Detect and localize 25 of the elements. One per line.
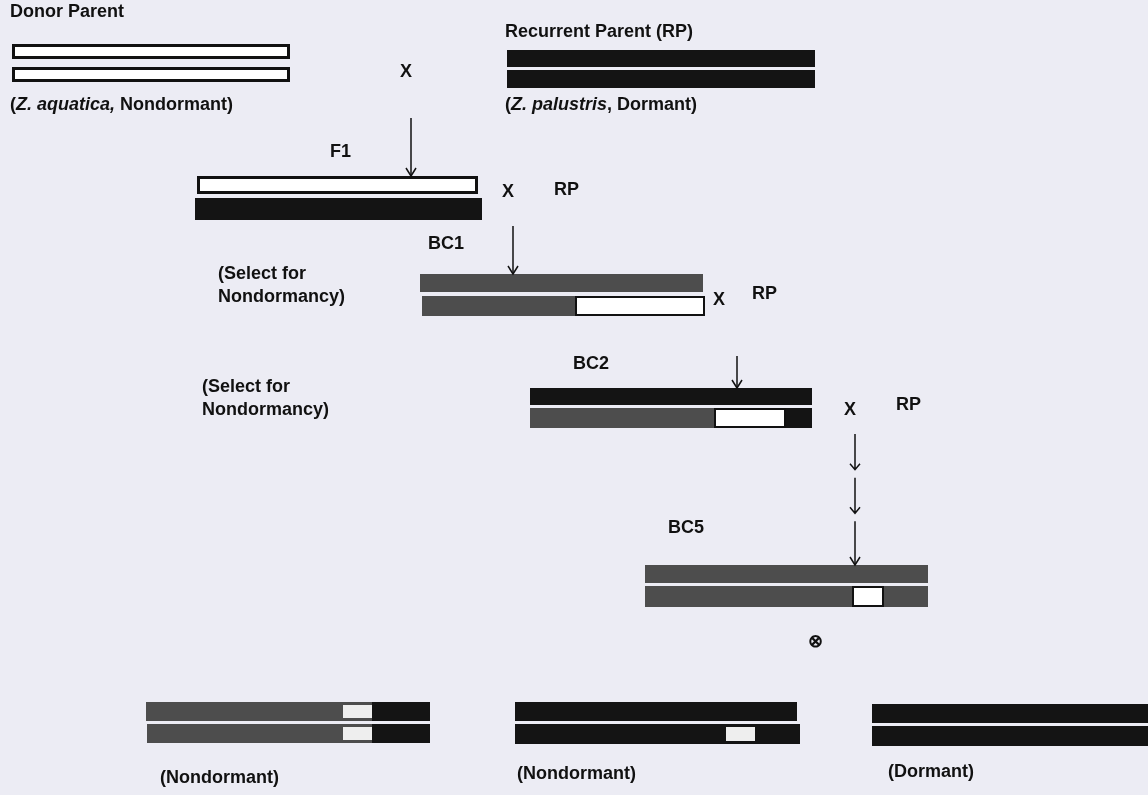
cross-label: X <box>713 288 725 311</box>
cross-label: X <box>400 60 412 83</box>
generation-label: Recurrent Parent (RP) <box>505 20 694 43</box>
arrow <box>405 117 417 177</box>
cross-label: ⊗ <box>808 630 823 653</box>
arrow <box>507 225 519 275</box>
cross-label: RP <box>554 178 579 201</box>
cross-label: X <box>844 398 856 421</box>
generation-label: (Dormant) <box>888 760 974 783</box>
generation-label: BC1 <box>428 232 464 255</box>
cross-label: (Select for Nondormancy) <box>202 375 330 420</box>
generation-label: (Z. palustris, Dormant) <box>505 93 698 116</box>
generation-label: (Nondormant) <box>517 762 636 785</box>
cross-label: (Select for Nondormancy) <box>218 262 346 307</box>
arrow <box>731 355 743 389</box>
generation-label: Donor Parent <box>10 0 124 23</box>
generation-label: F1 <box>330 140 351 163</box>
cross-label: RP <box>752 282 777 305</box>
generation-label: (Z. aquatica, Nondormant) <box>10 93 233 116</box>
cross-label: RP <box>896 393 921 416</box>
generation-label: BC2 <box>573 352 609 375</box>
cross-label: X <box>502 180 514 203</box>
arrow <box>849 433 861 566</box>
generation-label: (Nondormant) <box>160 766 279 789</box>
generation-label: BC5 <box>668 516 704 539</box>
